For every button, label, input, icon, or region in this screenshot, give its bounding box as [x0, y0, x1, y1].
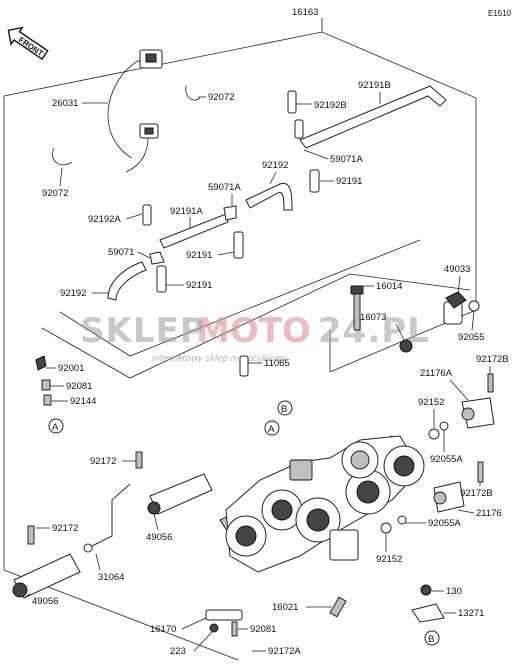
part-label: 92172B — [460, 488, 493, 499]
watermark-brand-red: MOTO — [196, 311, 311, 351]
part-label: 31064 — [98, 572, 124, 583]
part-label: 92001 — [58, 363, 84, 374]
part-label: 92191 — [336, 176, 362, 187]
part-label: 21176A — [420, 368, 453, 379]
part-label: 92081 — [250, 624, 276, 635]
part-label: 92152 — [376, 554, 402, 565]
circle-ref-b-body: B — [281, 404, 287, 415]
part-label: 92081 — [66, 381, 92, 392]
part-label: 92192 — [262, 160, 288, 171]
part-label: 16014 — [376, 281, 402, 292]
throttle-sensors-drawing — [380, 373, 495, 534]
part-label: 49056 — [146, 532, 172, 543]
part-label: 26031 — [52, 98, 78, 109]
hose-clamp-drawing — [52, 85, 201, 166]
diagram-ref-code: E1510 — [488, 9, 512, 18]
part-label: 92144 — [70, 396, 96, 407]
part-label: 92192 — [60, 288, 86, 299]
part-label: 16021 — [272, 602, 298, 613]
part-label: 92055A — [430, 454, 463, 465]
part-label: 92192A — [88, 214, 121, 225]
part-label: 11065 — [264, 358, 290, 369]
part-label: 92055 — [458, 332, 484, 343]
part-label: 16170 — [150, 624, 176, 635]
assembly-number: 16163 — [292, 7, 318, 18]
sensor-harness-drawing — [107, 49, 163, 173]
part-label: 49056 — [32, 596, 58, 607]
part-label: 130 — [446, 586, 462, 597]
front-arrow-icon: FRONT — [7, 26, 49, 61]
watermark-tagline: internetowy sklep motocyklowy — [152, 354, 288, 364]
circle-ref-a-left: A — [52, 422, 59, 433]
part-label: 59071A — [330, 154, 363, 165]
part-label: 21176 — [476, 508, 502, 519]
part-label: 92191B — [358, 80, 391, 91]
circle-ref-b-bottom: B — [428, 634, 434, 645]
part-label: 92152 — [418, 397, 444, 408]
watermark-brand-gray: SKLEP — [80, 311, 206, 351]
vacuum-hoses-drawing — [107, 85, 447, 301]
part-label: 92192B — [314, 100, 347, 111]
part-label: 223 — [170, 646, 186, 657]
part-label: 92191 — [186, 250, 212, 261]
part-label: 92191A — [170, 206, 203, 217]
circle-refs-body: B A B — [264, 400, 440, 646]
part-labels: 26031 92072 92072 92191B 92192B 59071A 9… — [23, 80, 509, 657]
part-label: 92172 — [52, 523, 78, 534]
part-label: 92172A — [268, 646, 301, 657]
part-label: 92172 — [90, 456, 116, 467]
left-bolt-set-drawing: A — [35, 355, 64, 434]
circle-ref-a-body: A — [268, 424, 275, 435]
part-label: 16073 — [360, 312, 386, 323]
part-label: 92072 — [42, 188, 68, 199]
part-label: 59071 — [108, 247, 134, 258]
bottom-small-parts-drawing — [205, 584, 445, 637]
watermark: SKLEP MOTO 24.PL internetowy sklep motoc… — [80, 311, 429, 364]
part-label: 13271 — [458, 608, 484, 619]
sensor-assembly-drawing — [239, 285, 480, 377]
fuel-rail-drawing — [12, 451, 213, 599]
part-label: 92191 — [186, 280, 212, 291]
part-label: 92055A — [428, 518, 461, 529]
part-label: 59071A — [208, 182, 241, 193]
part-label: 92172B — [476, 354, 509, 365]
part-label: 49033 — [444, 264, 470, 275]
part-label: 92072 — [208, 92, 234, 103]
throttle-body-assembly — [219, 435, 425, 573]
